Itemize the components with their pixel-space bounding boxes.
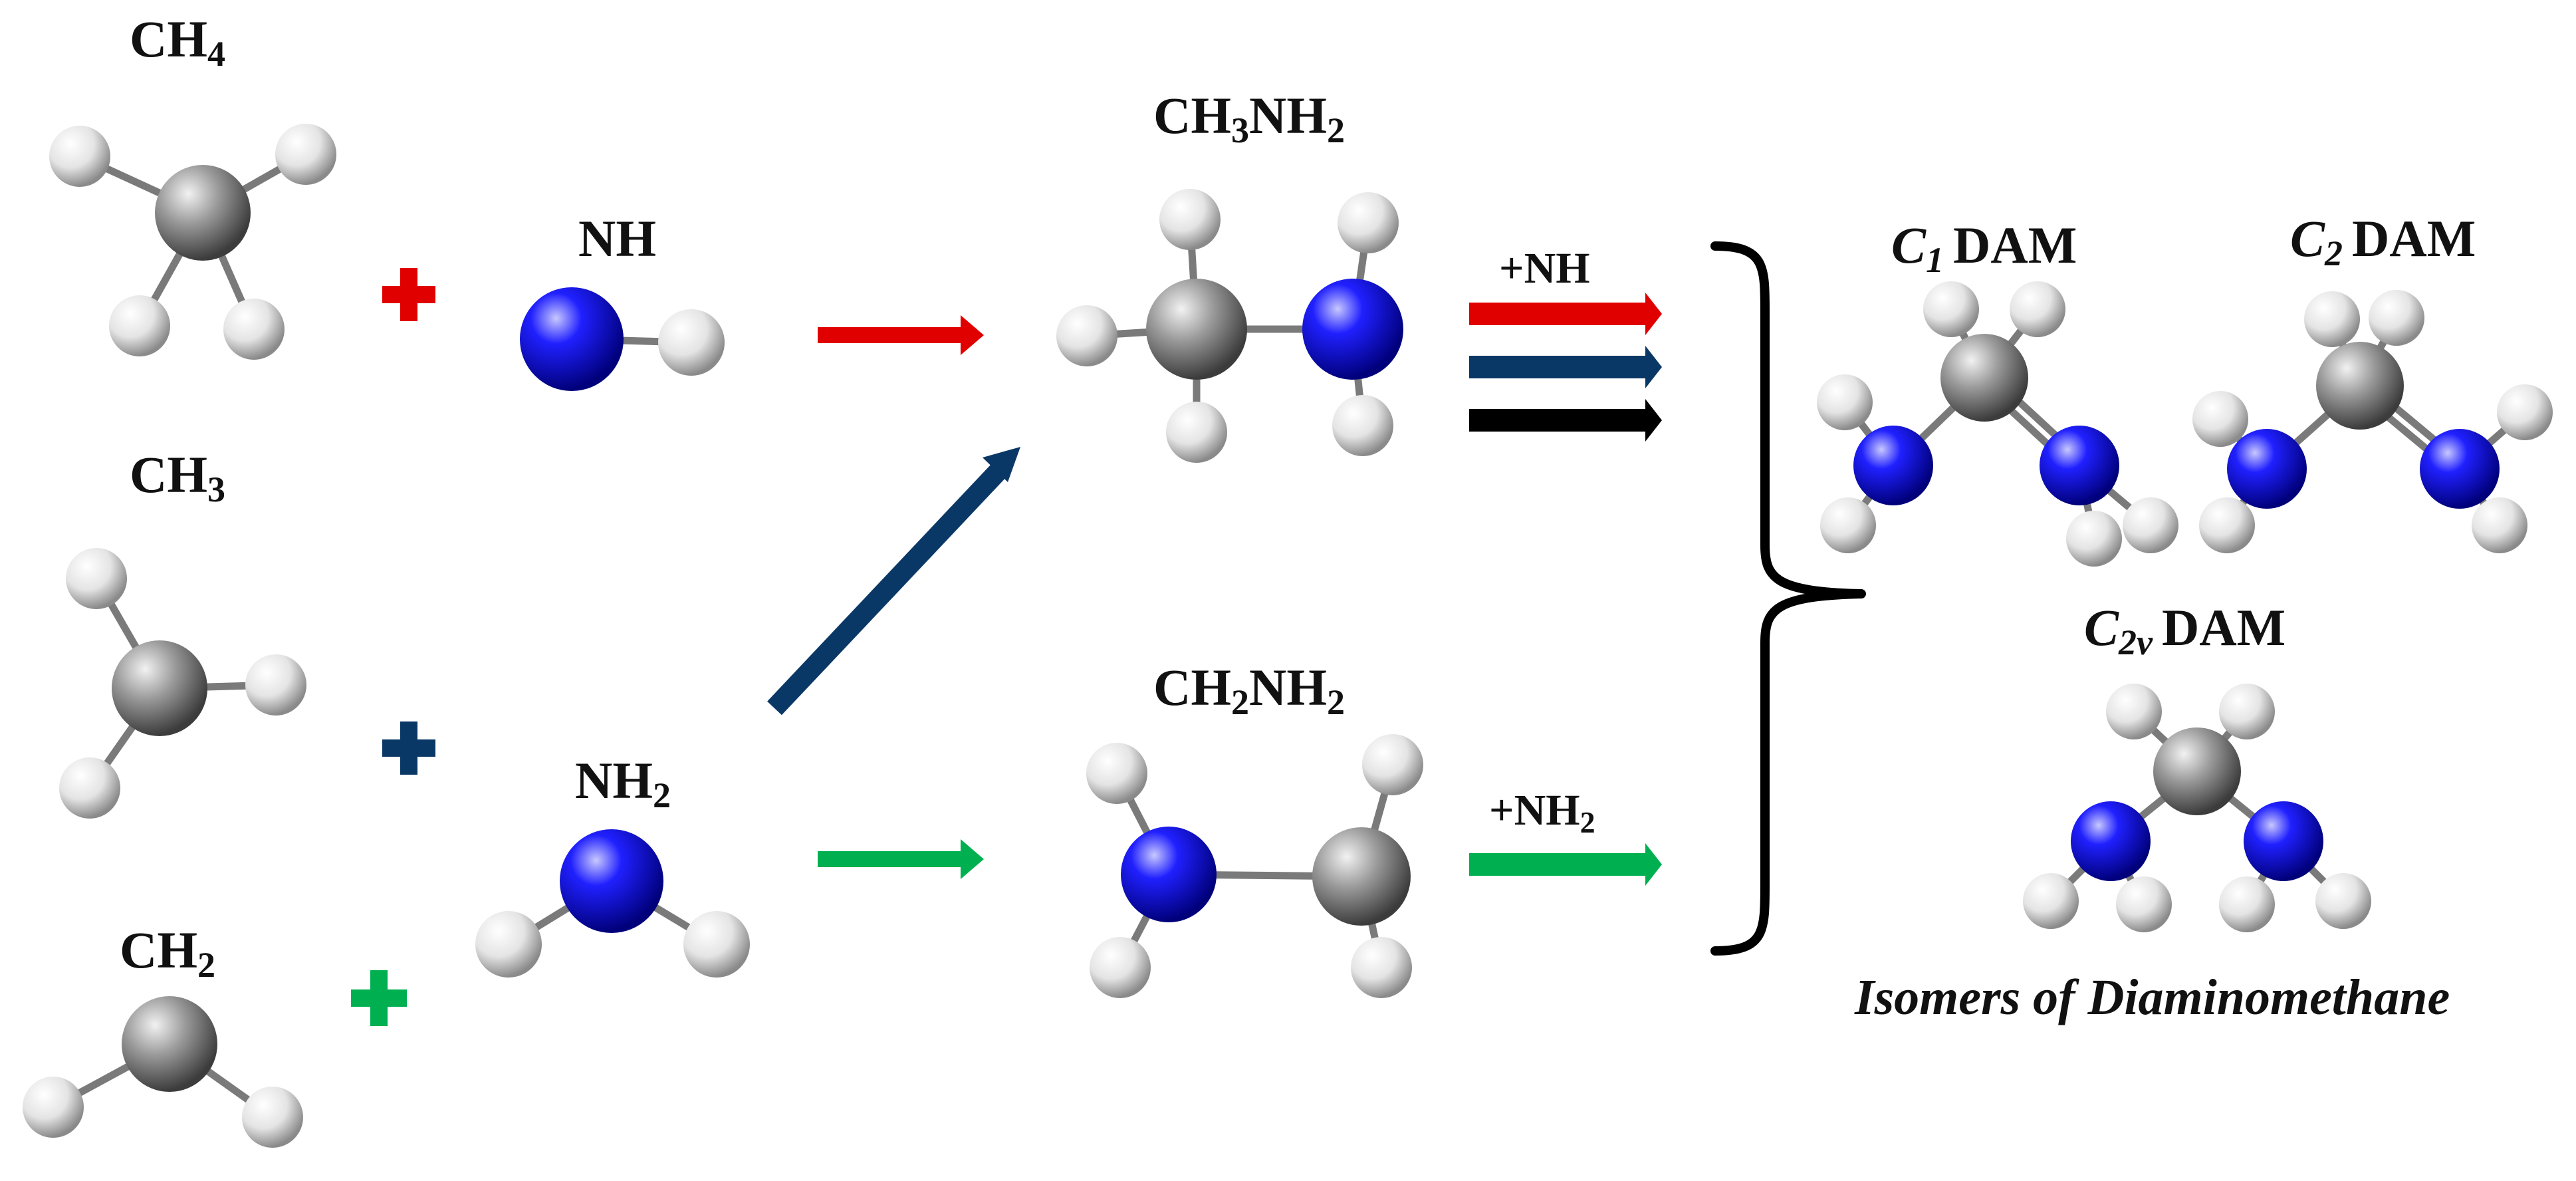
hydrogen-atom: [2066, 511, 2122, 567]
carbon-atom: [1146, 279, 1247, 380]
hydrogen-atom: [59, 757, 120, 819]
carbon-atom: [1940, 334, 2028, 422]
label-ch2: CH2: [120, 921, 215, 985]
label-ch3nh2: CH3NH2: [1153, 86, 1345, 150]
hydrogen-atom: [2199, 497, 2255, 553]
molecule-c1-dam: [1817, 281, 2178, 567]
hydrogen-atom: [683, 911, 750, 978]
label-ch3: CH3: [130, 446, 225, 509]
hydrogen-atom: [1362, 734, 1423, 795]
nitrogen-atom: [1121, 827, 1217, 922]
caption-isomers: Isomers of Diaminomethane: [1854, 970, 2450, 1025]
plus-icon: [382, 722, 435, 775]
hydrogen-atom: [245, 654, 306, 716]
carbon-atom: [1312, 827, 1411, 926]
hydrogen-atom: [1923, 281, 1979, 337]
hydrogen-atom: [1817, 374, 1873, 430]
molecule-ch3: [59, 548, 306, 819]
hydrogen-atom: [2123, 497, 2178, 553]
hydrogen-atom: [2369, 290, 2424, 346]
molecule-c2-dam: [2192, 290, 2553, 553]
plus-icon: [382, 268, 435, 321]
hydrogen-atom: [275, 124, 336, 185]
carbon-atom: [122, 996, 217, 1092]
molecule-c2v-dam: [2023, 684, 2371, 932]
label-plus-nh2: +NH2: [1489, 786, 1595, 839]
hydrogen-atom: [1090, 937, 1151, 998]
hydrogen-atom: [242, 1087, 303, 1148]
hydrogen-atom: [1332, 395, 1393, 456]
reaction-arrow-icon: [818, 839, 984, 879]
nitrogen-atom: [2420, 429, 2500, 509]
label-ch2nh2: CH2NH2: [1153, 658, 1345, 722]
hydrogen-atom: [1820, 497, 1876, 553]
nitrogen-atom: [1853, 426, 1933, 505]
hydrogen-atom: [2219, 684, 2275, 739]
hydrogen-atom: [1338, 192, 1399, 253]
hydrogen-atom: [475, 911, 542, 978]
hydrogen-atom: [2315, 873, 2371, 929]
reaction-arrow-icon: [1469, 399, 1662, 442]
hydrogen-atom: [223, 299, 285, 360]
reaction-arrow-icon: [1469, 346, 1662, 388]
plus-icon: [351, 970, 407, 1026]
hydrogen-atom: [109, 295, 170, 356]
label-nh: NH: [578, 209, 656, 267]
reaction-arrow-icon: [1469, 293, 1662, 335]
hydrogen-atom: [658, 309, 725, 376]
nitrogen-atom: [2071, 801, 2151, 881]
carbon-atom: [2153, 727, 2241, 815]
molecule-models: [23, 124, 2553, 1148]
reaction-arrow-icon: [1469, 843, 1662, 886]
hydrogen-atom: [2116, 876, 2172, 932]
hydrogen-atom: [1166, 402, 1227, 463]
hydrogen-atom: [1086, 743, 1147, 804]
hydrogen-atom: [2304, 291, 2360, 347]
hydrogen-atom: [2219, 876, 2275, 932]
nitrogen-atom: [2040, 426, 2119, 505]
hydrogen-atom: [2106, 684, 2162, 739]
hydrogen-atom: [66, 548, 127, 609]
hydrogen-atom: [2010, 281, 2065, 337]
hydrogen-atom: [2023, 873, 2079, 929]
carbon-atom: [2316, 342, 2404, 430]
carbon-atom: [112, 640, 207, 736]
label-plus-nh: +NH: [1499, 244, 1590, 293]
nitrogen-atom: [2244, 801, 2323, 881]
molecule-ch4: [49, 124, 336, 360]
molecule-nh2: [475, 829, 750, 978]
nitrogen-atom: [1302, 279, 1403, 380]
hydrogen-atom: [49, 126, 110, 187]
molecule-ch2: [23, 996, 303, 1148]
hydrogen-atom: [23, 1077, 84, 1138]
hydrogen-atom: [1351, 937, 1412, 998]
nitrogen-atom: [560, 829, 663, 933]
molecule-nh: [520, 287, 725, 391]
hydrogen-atom: [1159, 189, 1221, 250]
nitrogen-atom: [2227, 429, 2307, 509]
label-ch4: CH4: [130, 10, 225, 74]
reaction-arrow-icon: [767, 447, 1020, 716]
molecule-ch3nh2: [1056, 189, 1403, 463]
carbon-atom: [155, 165, 251, 261]
hydrogen-atom: [1056, 305, 1117, 366]
reaction-arrow-icon: [818, 315, 984, 355]
label-nh2: NH2: [575, 751, 671, 815]
nitrogen-atom: [520, 287, 624, 391]
molecule-ch2nh2: [1086, 734, 1423, 998]
hydrogen-atom: [2497, 384, 2553, 440]
hydrogen-atom: [2192, 391, 2248, 447]
hydrogen-atom: [2472, 497, 2527, 553]
right-curly-brace-icon: [1710, 241, 1866, 956]
